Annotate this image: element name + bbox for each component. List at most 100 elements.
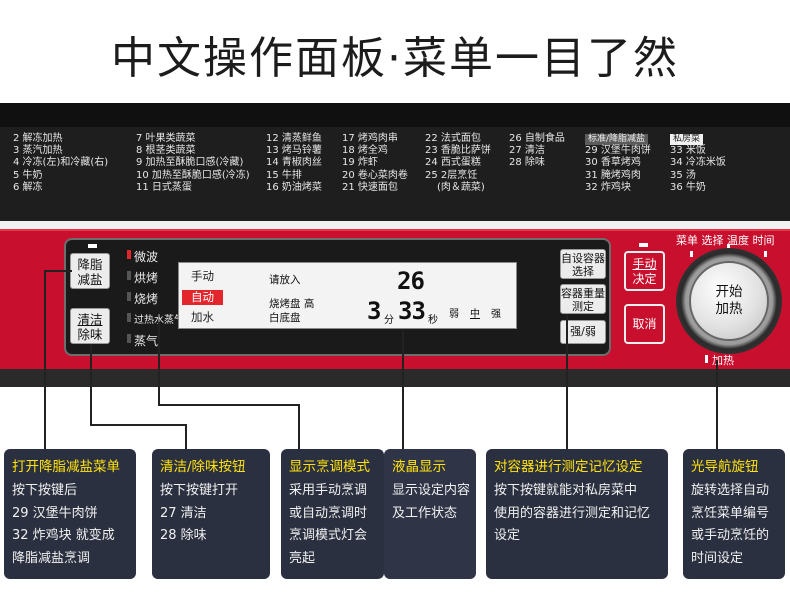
menu-item: 28 除味 <box>509 157 545 169</box>
manual-confirm-button[interactable]: 手动 决定 <box>624 251 665 291</box>
callout-line: 使用的容器进行测定和记忆 <box>494 505 651 521</box>
callout-line: 27 清洁 <box>160 505 207 521</box>
menu-column-2: 7 叶果类蔬菜 8 根茎类蔬菜 9 加热至酥脆口感(冷藏) 10 加热至酥脆口感… <box>136 133 250 194</box>
cancel-btn-label: 取消 <box>632 317 657 331</box>
lcd-seconds: 33 <box>398 297 426 325</box>
connector-line <box>158 322 160 404</box>
container-btn-line1: 自设容器 <box>561 252 605 265</box>
strength-button[interactable]: 强/弱 <box>560 320 606 344</box>
lcd-mode-auto: 自动 <box>182 290 223 305</box>
callout-line: 亮起 <box>289 550 316 566</box>
reduce-btn-line1: 降脂 <box>77 257 103 272</box>
lcd-display: 手动 自动 加水 请放入 烧烤盘 高 白底盘 26 3 分 33 秒 弱 中 强 <box>178 262 517 329</box>
container-select-button[interactable]: 自设容器 选择 <box>560 249 606 279</box>
callout-line: 或手动烹饪的 <box>691 528 770 543</box>
menu-item: 7 叶果类蔬菜 <box>136 133 196 144</box>
menu-item: 25 2层烹饪 <box>425 169 478 181</box>
lcd-menu-number: 26 <box>397 267 425 295</box>
menu-item: 16 奶油烤菜 <box>266 181 322 193</box>
menu-item: 31 腌烤鸡肉 <box>585 169 641 181</box>
menu-column-1: 2 解冻加热 3 蒸汽加热 4 冷冻(左)和冷藏(右) 5 牛奶 6 解冻 <box>13 133 108 194</box>
menu-item: 35 汤 <box>670 169 696 181</box>
mode-microwave: 微波 <box>134 250 159 264</box>
dial-label-line2: 加热 <box>715 301 743 317</box>
menu-item: 22 法式面包 <box>425 133 481 144</box>
heat-led <box>705 355 708 363</box>
page-title: 中文操作面板·菜单一目了然 <box>111 33 679 84</box>
lcd-minute-unit: 分 <box>384 315 394 326</box>
callout-line: 显示设定内容 <box>392 483 471 498</box>
weigh-btn-line2: 测定 <box>572 300 594 313</box>
lcd-level-strong: 强 <box>491 309 501 320</box>
container-weigh-button[interactable]: 容器重量 测定 <box>560 284 606 314</box>
low-fat-tag: 标准/降脂减盐 <box>585 134 649 145</box>
clean-btn-line1: 清洁 <box>77 312 103 327</box>
microwave-led <box>127 250 131 259</box>
private-tag: 私房菜 <box>670 134 704 145</box>
callout-body: 按下按键打开 27 清洁 28 除味 <box>160 480 262 548</box>
reduce-fat-salt-button[interactable]: 降脂 减盐 <box>70 253 110 289</box>
menu-column-5: 22 法式面包 23 香脆比萨饼 24 西式蛋糕 25 2层烹饪 (肉＆蔬菜) <box>425 133 491 194</box>
menu-item: 5 牛奶 <box>13 169 43 181</box>
menu-item: 19 炸虾 <box>342 157 378 169</box>
callout-reduce: 打开降脂减盐菜单 按下按键后 29 汉堡牛肉饼 32 炸鸡块 就变成 降脂减盐烹… <box>4 449 136 579</box>
menu-item: 12 清蒸鲜鱼 <box>266 133 322 144</box>
callout-dial: 光导航旋钮 旋转选择自动 烹饪菜单编号 或手动烹饪的 时间设定 <box>683 449 785 579</box>
menu-item: 14 青椒肉丝 <box>266 157 322 169</box>
menu-item: 21 快速面包 <box>342 181 398 193</box>
menu-item: 33 米饭 <box>670 145 706 157</box>
steam-led <box>127 334 131 343</box>
menu-item: 4 冷冻(左)和冷藏(右) <box>13 157 109 169</box>
connector-line <box>716 360 718 450</box>
callout-line: 29 汉堡牛肉饼 <box>12 505 98 521</box>
manual-btn-line2: 决定 <box>632 272 657 286</box>
menu-item: 3 蒸汽加热 <box>13 145 63 157</box>
lcd-mode-water: 加水 <box>191 310 214 324</box>
mode-bake: 烘烤 <box>134 271 159 285</box>
container-btn-line2: 选择 <box>572 265 594 278</box>
mode-grill: 烧烤 <box>134 292 159 306</box>
connector-line <box>44 270 46 450</box>
navigation-dial[interactable] <box>689 261 769 341</box>
dial-start-label: 开始 加热 <box>689 284 769 318</box>
menu-item: 27 清洁 <box>509 145 545 157</box>
callout-line: 旋转选择自动 <box>691 483 770 498</box>
callout-title: 显示烹调模式 <box>289 459 370 475</box>
callout-title: 清洁/除味按钮 <box>160 459 246 475</box>
lcd-prompt: 请放入 <box>269 274 301 286</box>
callout-line: 按下按键后 <box>12 483 78 498</box>
menu-item: 26 自制食品 <box>509 133 565 144</box>
menu-item: 36 牛奶 <box>670 181 706 193</box>
lcd-item-1: 烧烤盘 高 <box>269 298 315 310</box>
clean-deodorize-button[interactable]: 清洁 除味 <box>70 308 110 344</box>
callout-title: 光导航旋钮 <box>691 459 759 475</box>
callout-line: 降脂减盐烹调 <box>12 550 91 566</box>
mode-steam: 蒸气 <box>134 334 159 348</box>
menu-item: (肉＆蔬菜) <box>437 181 485 193</box>
menu-item: 24 西式蛋糕 <box>425 157 481 169</box>
menu-strip: 2 解冻加热 3 蒸汽加热 4 冷冻(左)和冷藏(右) 5 牛奶 6 解冻 7 … <box>0 127 790 221</box>
callout-line: 32 炸鸡块 就变成 <box>12 528 115 543</box>
connector-line <box>298 404 300 450</box>
callout-line: 烹调模式灯会 <box>289 528 368 543</box>
dial-label-line1: 开始 <box>715 284 743 300</box>
menu-column-4: 17 烤鸡肉串 18 烤全鸡 19 炸虾 20 卷心菜肉卷 21 快速面包 <box>342 133 408 194</box>
menu-item: 18 烤全鸡 <box>342 145 388 157</box>
menu-item: 32 炸鸡块 <box>585 181 631 193</box>
callout-line: 及工作状态 <box>392 505 458 521</box>
menu-item: 17 烤鸡肉串 <box>342 133 398 144</box>
lcd-minutes: 3 <box>367 297 381 325</box>
grill-led <box>127 292 131 301</box>
dial-tick <box>764 251 767 257</box>
lcd-level-weak: 弱 <box>449 309 459 320</box>
callout-line: 设定 <box>494 528 521 543</box>
menu-strip-header <box>0 103 790 127</box>
callout-body: 按下按键就能对私房菜中 使用的容器进行测定和记忆 设定 <box>494 480 660 548</box>
menu-item: 8 根茎类蔬菜 <box>136 145 196 157</box>
cancel-button[interactable]: 取消 <box>624 304 665 344</box>
superheated-steam-led <box>127 313 131 322</box>
callout-title: 液晶显示 <box>392 459 446 475</box>
callout-line: 时间设定 <box>691 550 744 566</box>
menu-item: 10 加热至酥脆口感(冷冻) <box>136 169 250 181</box>
connector-line <box>402 330 404 450</box>
